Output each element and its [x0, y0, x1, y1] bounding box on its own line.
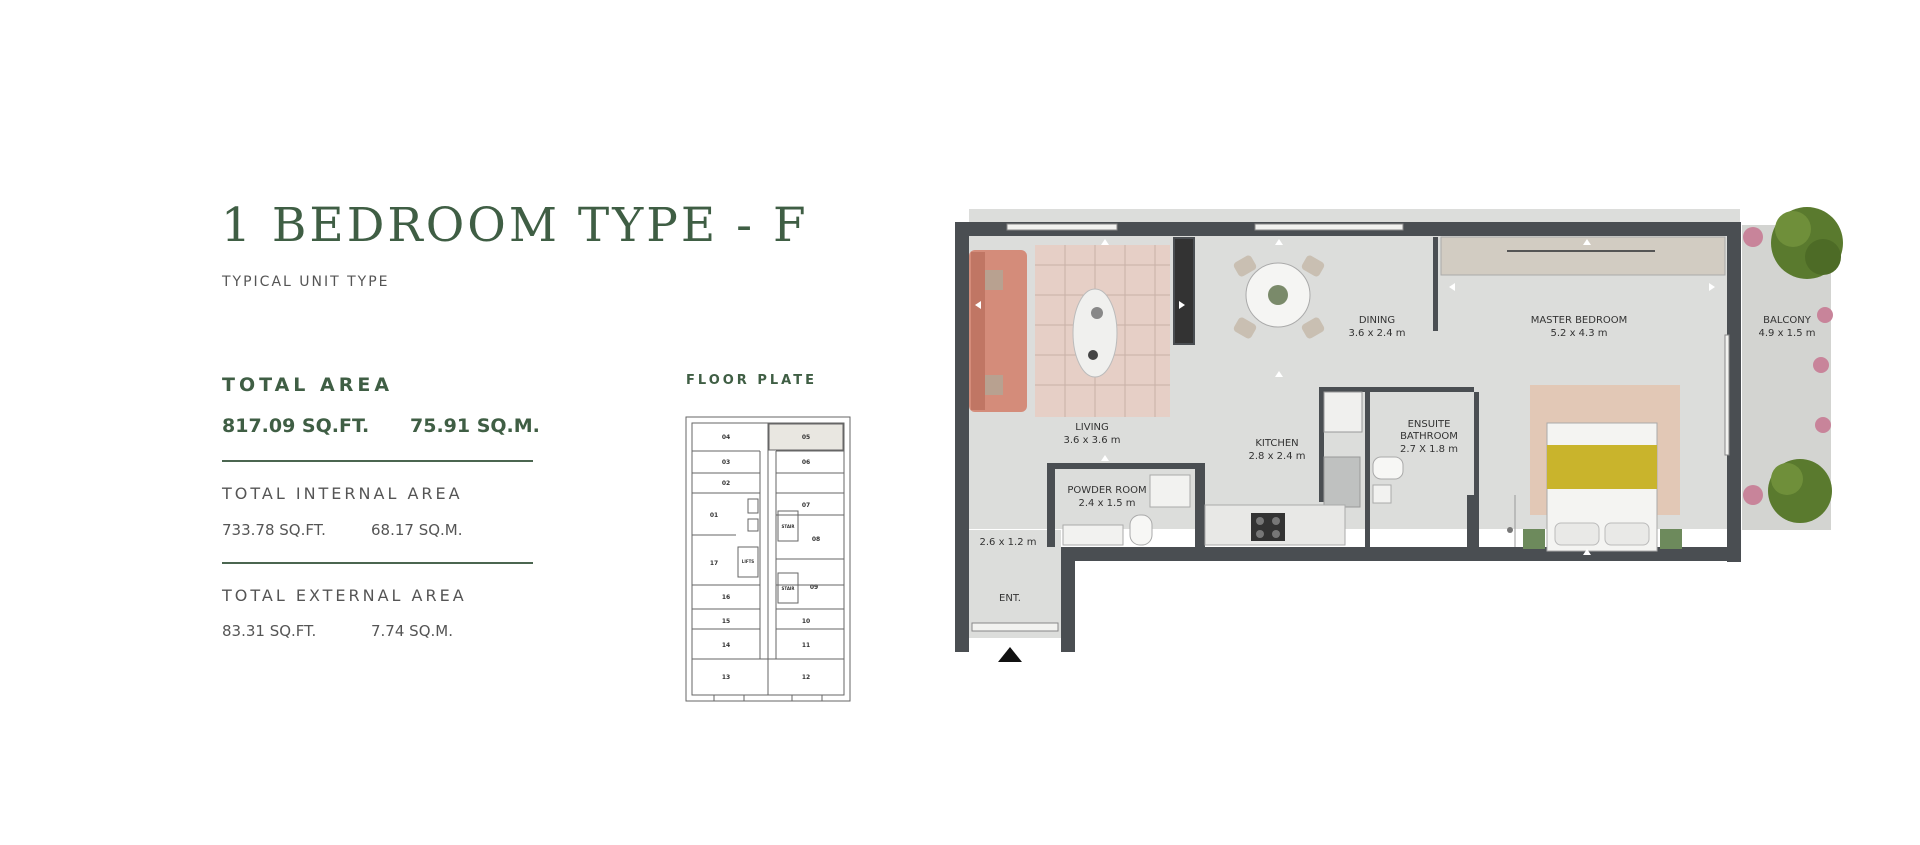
unit-label: 02	[722, 480, 730, 487]
room-name-entry: ENT.	[999, 593, 1021, 604]
stair-label: STAIR	[782, 586, 795, 591]
page-title: 1 BEDROOM TYPE - F	[221, 198, 809, 253]
total-area-sqft: 817.09 SQ.FT.	[222, 415, 370, 437]
internal-area-sqft: 733.78 SQ.FT.	[222, 521, 326, 539]
room-name-dining: DINING	[1359, 315, 1395, 326]
room-dims-dining: 3.6 x 2.4 m	[1348, 328, 1405, 339]
kitchen	[1204, 391, 1363, 546]
lifts-label: LIFTS	[742, 559, 754, 564]
divider	[222, 460, 533, 462]
room-dims-balcony: 4.9 x 1.5 m	[1758, 328, 1815, 339]
room-name-balcony: BALCONY	[1763, 315, 1812, 326]
external-area-sqft: 83.31 SQ.FT.	[222, 622, 317, 640]
unit-label: 12	[802, 674, 810, 681]
room-name-kitchen: KITCHEN	[1255, 438, 1298, 449]
unit-label: 16	[722, 594, 730, 601]
room-name-living: LIVING	[1075, 422, 1109, 433]
entrance-door	[971, 622, 1059, 632]
unit-label: 13	[722, 674, 730, 681]
floor-plate-diagram: 04 05 03 06 02 07 01 08 17 09 16 10 15 1…	[685, 416, 851, 702]
dining-set	[1233, 255, 1325, 339]
room-dims-ensuite: 2.7 X 1.8 m	[1400, 444, 1458, 455]
unit-label: 15	[722, 618, 730, 625]
room-name-ensuite: ENSUITE	[1408, 419, 1451, 430]
unit-label: 17	[710, 560, 718, 567]
external-area-sqm: 7.74 SQ.M.	[371, 622, 453, 640]
sofa	[969, 250, 1027, 412]
unit-label: 09	[810, 584, 818, 591]
unit-floor-plan: LIVING 3.6 x 3.6 m DINING 3.6 x 2.4 m MA…	[955, 207, 1843, 662]
unit-label: 01	[710, 512, 718, 519]
coffee-table	[1072, 288, 1118, 378]
room-name-ensuite-2: BATHROOM	[1400, 431, 1458, 442]
unit-label: 04	[722, 434, 730, 441]
unit-label: 08	[812, 536, 820, 543]
room-name-master-bedroom: MASTER BEDROOM	[1531, 315, 1628, 326]
room-dims-master-bedroom: 5.2 x 4.3 m	[1550, 328, 1607, 339]
unit-label: 07	[802, 502, 810, 509]
balcony-planting	[1743, 207, 1843, 523]
room-dims-kitchen: 2.8 x 2.4 m	[1248, 451, 1305, 462]
room-dims-powder-room: 2.4 x 1.5 m	[1078, 498, 1135, 509]
unit-label: 11	[802, 642, 810, 649]
total-area-label: TOTAL AREA	[222, 374, 394, 396]
entry-floor	[969, 530, 1061, 638]
unit-label: 10	[802, 618, 810, 625]
room-dims-living: 3.6 x 3.6 m	[1063, 435, 1120, 446]
windows	[1006, 223, 1730, 456]
unit-label: 14	[722, 642, 730, 649]
bed	[1523, 422, 1682, 552]
room-name-powder-room: POWDER ROOM	[1067, 485, 1146, 496]
unit-label: 05	[802, 434, 810, 441]
page-subtitle: TYPICAL UNIT TYPE	[222, 274, 390, 290]
unit-label: 06	[802, 459, 810, 466]
internal-area-label: TOTAL INTERNAL AREA	[222, 484, 463, 503]
divider	[222, 562, 533, 564]
stair-label: STAIR	[782, 524, 795, 529]
internal-area-sqm: 68.17 SQ.M.	[371, 521, 463, 539]
entrance-arrow	[998, 647, 1022, 662]
highlighted-unit	[768, 423, 844, 451]
ensuite-fixtures	[1372, 456, 1516, 547]
tv-unit	[1175, 239, 1193, 343]
unit-label: 03	[722, 459, 730, 466]
wardrobe	[1440, 236, 1726, 276]
floor-plate-label: FLOOR PLATE	[686, 373, 817, 388]
total-area-sqm: 75.91 SQ.M.	[410, 415, 540, 437]
powder-room-fixtures	[1062, 474, 1191, 546]
dimension-markers	[975, 239, 1715, 555]
room-dims-entry: 2.6 x 1.2 m	[979, 537, 1036, 548]
external-area-label: TOTAL EXTERNAL AREA	[222, 586, 467, 605]
